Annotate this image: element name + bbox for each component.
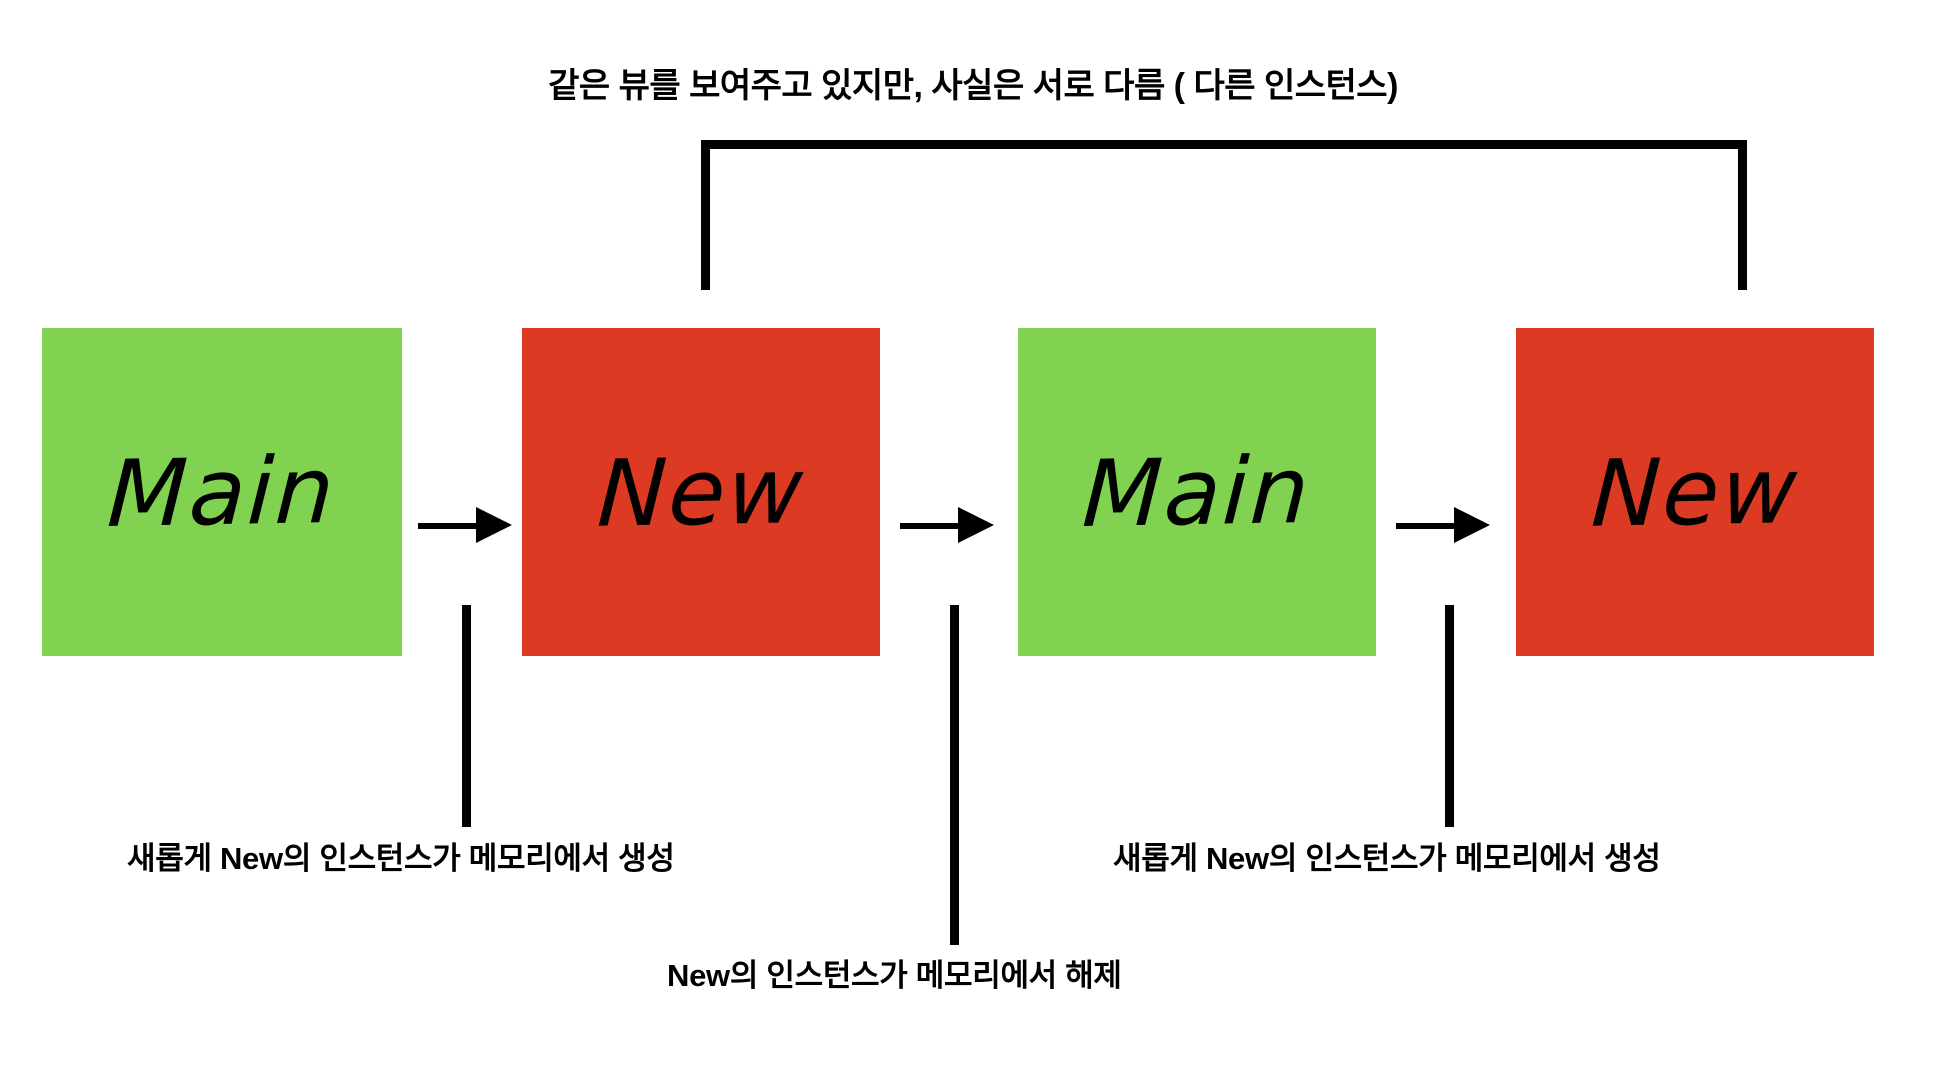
arrow-right-icon-new-to-main-2 bbox=[900, 507, 996, 543]
box-label-new-second: New bbox=[1588, 436, 1802, 548]
bracket-left-leg bbox=[701, 140, 710, 290]
arrow-right-icon-main-to-new-2 bbox=[1396, 507, 1492, 543]
box-new-first: New bbox=[522, 328, 880, 656]
arrow-shaft bbox=[900, 523, 960, 529]
annotation-release-instance: New의 인스턴스가 메모리에서 해제 bbox=[667, 958, 1122, 993]
leader-line-create-1 bbox=[462, 605, 471, 827]
arrow-shaft bbox=[418, 523, 478, 529]
annotation-create-instance-first: 새롭게 New의 인스턴스가 메모리에서 생성 bbox=[127, 841, 675, 876]
box-main-second: Main bbox=[1018, 328, 1376, 656]
same-view-note: 같은 뷰를 보여주고 있지만, 사실은 서로 다름 ( 다른 인스턴스) bbox=[548, 67, 1398, 105]
leader-line-release bbox=[950, 605, 959, 945]
arrow-right-icon-main-to-new-1 bbox=[418, 507, 514, 543]
box-label-main-first: Main bbox=[105, 436, 339, 548]
bracket-horizontal-line bbox=[701, 140, 1747, 149]
leader-line-create-2 bbox=[1445, 605, 1454, 827]
annotation-create-instance-second: 새롭게 New의 인스턴스가 메모리에서 생성 bbox=[1113, 841, 1661, 876]
box-new-second: New bbox=[1516, 328, 1874, 656]
arrow-head bbox=[958, 507, 994, 543]
arrow-head bbox=[1454, 507, 1490, 543]
arrow-shaft bbox=[1396, 523, 1456, 529]
box-main-first: Main bbox=[42, 328, 402, 656]
arrow-head bbox=[476, 507, 512, 543]
bracket-right-leg bbox=[1738, 140, 1747, 290]
box-label-new-first: New bbox=[594, 436, 808, 548]
box-label-main-second: Main bbox=[1080, 436, 1314, 548]
